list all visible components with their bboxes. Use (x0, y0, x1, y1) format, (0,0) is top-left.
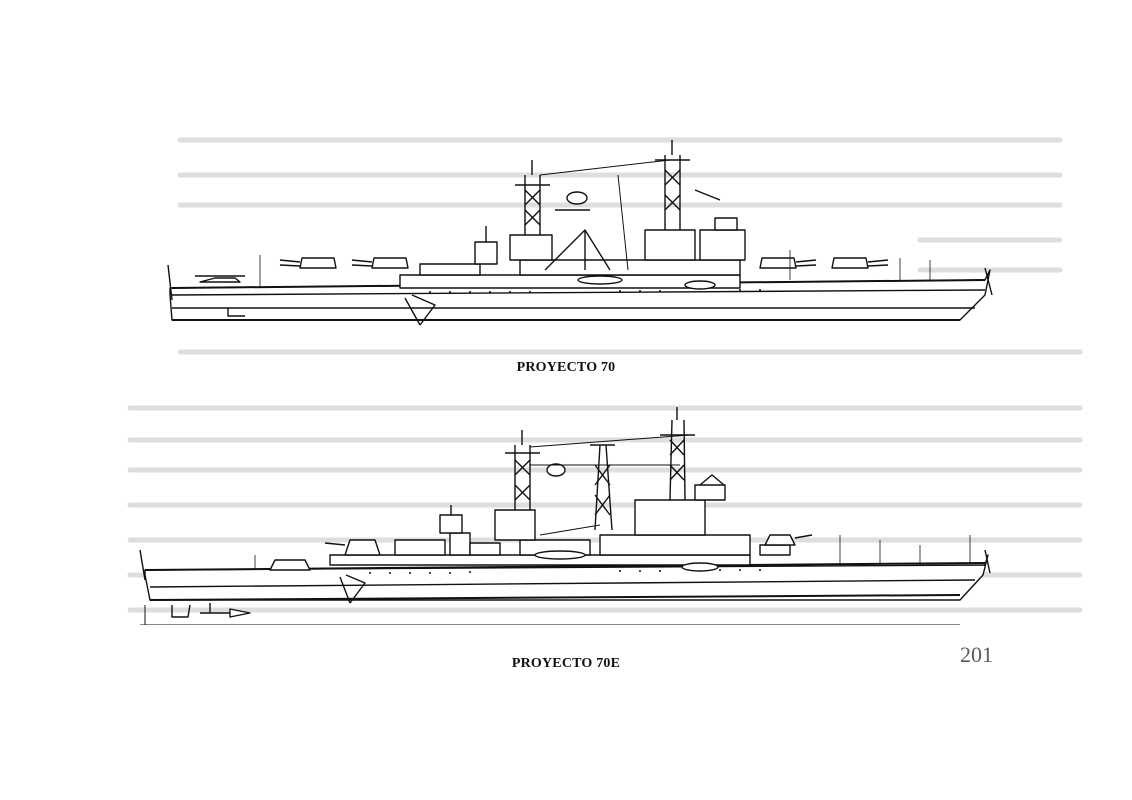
lattice-mast (590, 444, 615, 531)
caption-proyecto-70e: PROYECTO 70E (511, 656, 621, 671)
turret-group-fore (759, 257, 889, 269)
caption-proyecto-70: PROYECTO 70 (516, 360, 616, 375)
svg-text:201: 201 (960, 642, 993, 667)
rudder-and-propeller (171, 603, 251, 618)
mast-fore (634, 407, 726, 536)
director-aft (439, 505, 463, 534)
mast-fore (644, 140, 746, 261)
turret-group-aft (279, 257, 409, 269)
mast-aft (494, 430, 566, 541)
mast-aft (509, 160, 590, 261)
ship-profile-proyecto-70e (139, 407, 991, 625)
ship-profile-proyecto-70 (167, 140, 993, 326)
